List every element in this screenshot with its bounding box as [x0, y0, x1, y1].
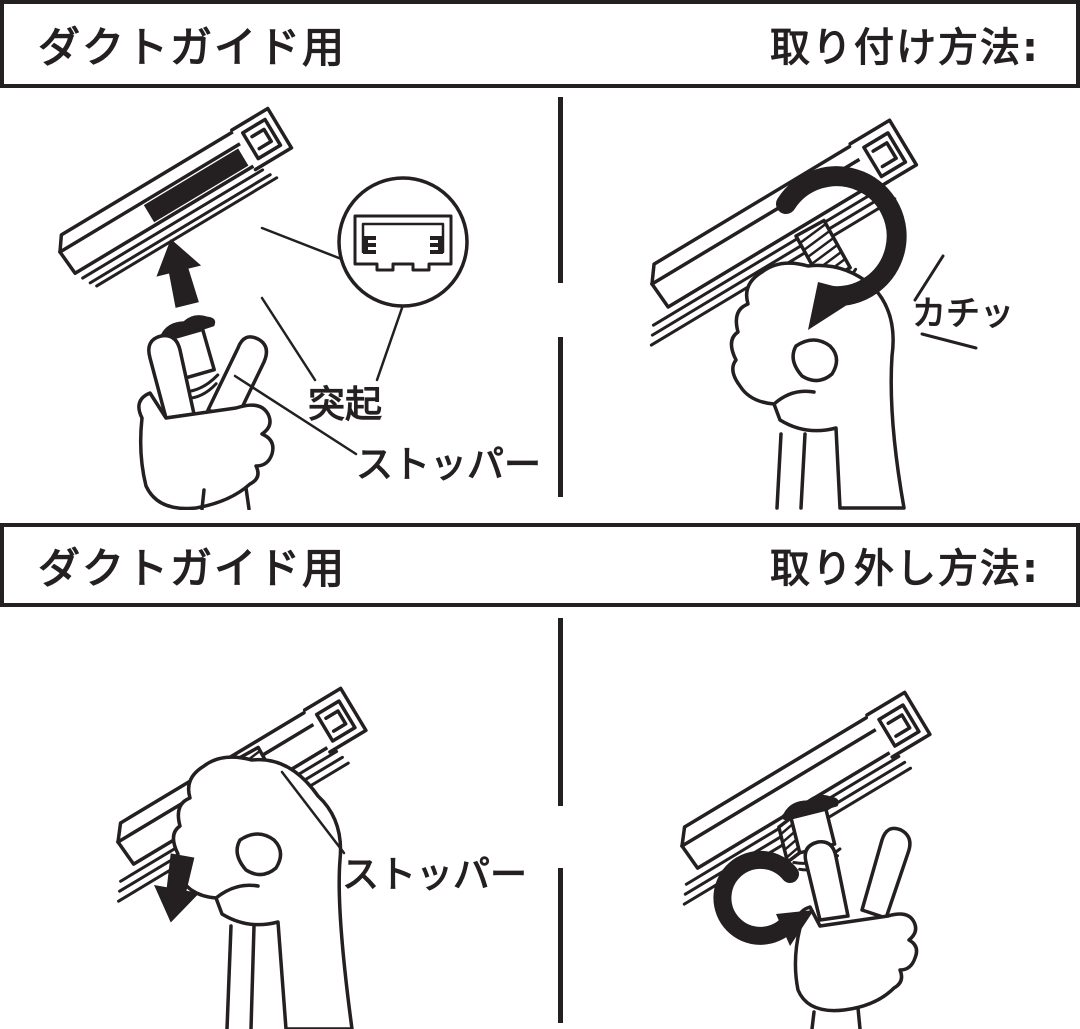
hanging-rod: [225, 924, 256, 1029]
divider-line: [558, 868, 563, 1023]
remove-step1-illustration: [116, 686, 368, 1029]
track-end-cap: [865, 690, 932, 759]
divider-line: [558, 337, 563, 497]
track-rail: [680, 690, 932, 906]
click-sfx-label: カチッ: [912, 294, 1014, 334]
track-slot: [143, 148, 249, 223]
install-product-label: ダクトガイド用: [38, 22, 347, 72]
cross-section-inset: [337, 176, 469, 308]
stopper-piece: [777, 794, 842, 872]
track-end-cap: [302, 686, 368, 754]
protrusion-label: 突起: [308, 383, 382, 426]
leader-line: [375, 306, 404, 382]
track-end-cap: [230, 106, 294, 172]
track-rail: [58, 106, 294, 288]
hand-gripping: [729, 261, 906, 510]
track-end-cap: [848, 118, 919, 191]
track-contact: [430, 236, 443, 254]
install-step1-illustration: [58, 106, 469, 510]
hand-pointing: [137, 333, 275, 510]
remove-step2-illustration: [680, 690, 932, 1029]
install-panel-header: ダクトガイド用 取り付け方法:: [0, 0, 1080, 88]
install-method-label: 取り付け方法:: [770, 25, 1040, 71]
stopper-flange: [781, 794, 839, 821]
remove-panel-header: ダクトガイド用 取り外し方法:: [0, 523, 1080, 607]
install-step2-illustration: [649, 118, 978, 510]
leader-line: [280, 770, 346, 855]
hand-pointing: [793, 826, 919, 1029]
up-arrow-icon: [156, 239, 202, 308]
rotate-cw-arrow-icon: [776, 166, 907, 330]
remove-method-label: 取り外し方法:: [770, 546, 1040, 592]
leader-line: [260, 226, 346, 262]
down-arrow-icon: [154, 853, 200, 923]
divider-line: [558, 618, 563, 806]
leader-line: [260, 296, 317, 382]
stopper-label: ストッパー: [342, 853, 527, 896]
emphasis-line: [913, 254, 978, 350]
hand-gripping: [171, 755, 354, 1029]
hanging-rod: [775, 432, 807, 510]
leader-line: [233, 374, 358, 456]
divider-line: [558, 97, 563, 283]
track-contact: [363, 236, 376, 254]
rotate-ccw-arrow-icon: [713, 850, 814, 946]
stopper-label: ストッパー: [356, 443, 541, 486]
remove-product-label: ダクトガイド用: [38, 543, 347, 593]
